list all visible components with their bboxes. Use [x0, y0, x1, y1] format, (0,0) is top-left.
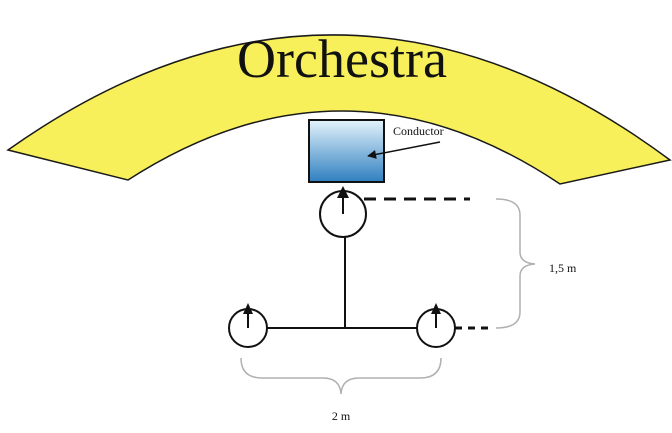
orchestra-stage-arc: [6, 34, 672, 185]
conductor-pointer-arrow: [367, 141, 441, 159]
depth-brace: [495, 198, 536, 329]
width-label: 2 m: [332, 409, 351, 423]
microphone-right: [416, 303, 456, 348]
orchestra-label: Orchestra: [237, 29, 447, 89]
microphone-center: [319, 186, 367, 238]
width-brace: [240, 357, 442, 395]
conductor-box: [308, 119, 385, 183]
depth-label: 1,5 m: [549, 261, 577, 275]
conductor-label: Conductor: [393, 124, 444, 138]
microphone-left: [228, 303, 268, 348]
